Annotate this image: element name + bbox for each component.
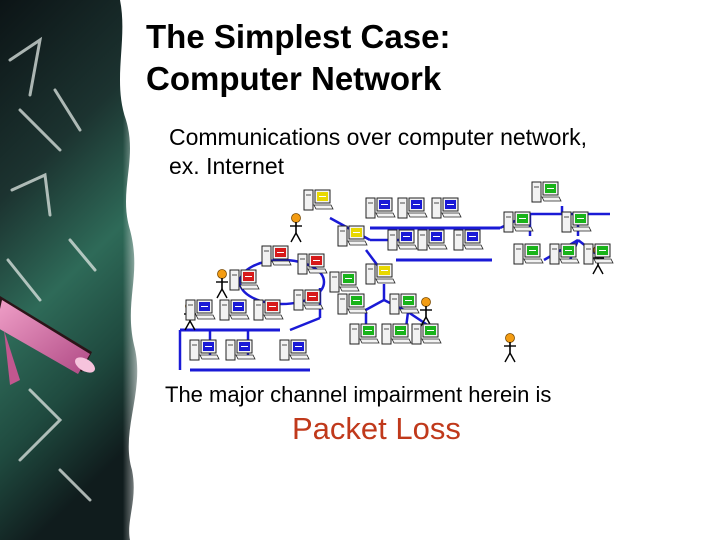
computer-icon (349, 323, 380, 345)
computer-icon (189, 339, 220, 361)
computer-icon (417, 229, 448, 251)
person-icon (290, 213, 302, 243)
slide-subtitle: Communications over computer network, ex… (169, 123, 639, 181)
computer-icon (365, 263, 396, 285)
impairment-caption: The major channel impairment herein is (165, 382, 552, 407)
computer-icon (583, 243, 614, 265)
computer-icon (389, 293, 420, 315)
computer-icon (561, 211, 592, 233)
person-icon (504, 333, 516, 363)
chalk-stick (0, 296, 95, 385)
computer-icon (219, 299, 250, 321)
computer-icon (279, 339, 310, 361)
packet-loss-highlight: Packet Loss (292, 411, 461, 446)
computer-icon (293, 289, 324, 311)
computer-icon (381, 323, 412, 345)
subtitle-line-1: Communications over computer network, (169, 124, 587, 150)
computer-icon (549, 243, 580, 265)
title-line-2: Computer Network (146, 60, 442, 97)
computer-icon (397, 197, 428, 219)
person-icon (420, 297, 432, 327)
computer-icon (329, 271, 360, 293)
computer-icon (453, 229, 484, 251)
computer-icon (225, 339, 256, 361)
computer-icon (503, 211, 534, 233)
computer-icon (297, 253, 328, 275)
computer-icon (337, 293, 368, 315)
computer-icon (365, 197, 396, 219)
title-line-1: The Simplest Case: (146, 18, 451, 55)
computer-icon (261, 245, 292, 267)
computer-icon (253, 299, 284, 321)
computer-icon (303, 189, 334, 211)
computer-icon (229, 269, 260, 291)
computer-icon (513, 243, 544, 265)
computer-icon (387, 229, 418, 251)
slide-title: The Simplest Case: Computer Network (146, 16, 666, 100)
computer-icon (411, 323, 442, 345)
computer-icon (531, 181, 562, 203)
computers-group (185, 181, 614, 361)
ring-link (238, 258, 326, 306)
network-diagram (178, 181, 614, 372)
computer-icon (185, 299, 216, 321)
network-link (289, 316, 321, 332)
computer-icon (337, 225, 368, 247)
computer-icon (431, 197, 462, 219)
person-icon (216, 269, 228, 299)
subtitle-line-2: ex. Internet (169, 153, 285, 179)
